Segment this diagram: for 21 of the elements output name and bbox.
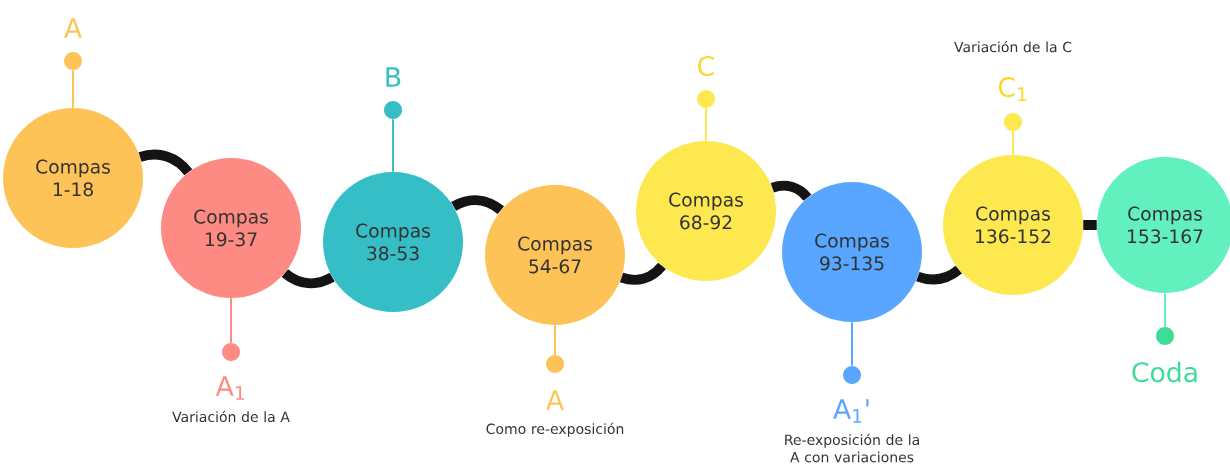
section-note: Variación de la C: [954, 40, 1072, 53]
stem-line: [72, 69, 74, 109]
stem-line: [230, 297, 232, 344]
stem-line: [554, 324, 556, 356]
section-letter: B: [386, 67, 401, 87]
section-letter: C$_{1}$: [998, 77, 1027, 101]
section-note: Como re-exposición: [486, 422, 624, 437]
stem-line: [851, 321, 853, 367]
section-letter: A: [546, 390, 564, 410]
section-note: Variación de la A: [172, 410, 290, 423]
section-note: Re-exposición de la A con variaciones: [785, 433, 919, 463]
connector-line: [1083, 220, 1097, 230]
section-letter: A: [64, 18, 82, 38]
section-letter: Coda: [1132, 361, 1197, 383]
stem-line: [392, 118, 394, 173]
stem-line: [705, 107, 707, 142]
stem-line: [1164, 292, 1166, 328]
section-letter: C: [698, 55, 714, 77]
section-letter: A$_{1}$': [833, 399, 869, 423]
section-letter: A$_{1}$: [215, 376, 245, 400]
stem-line: [1012, 130, 1014, 156]
